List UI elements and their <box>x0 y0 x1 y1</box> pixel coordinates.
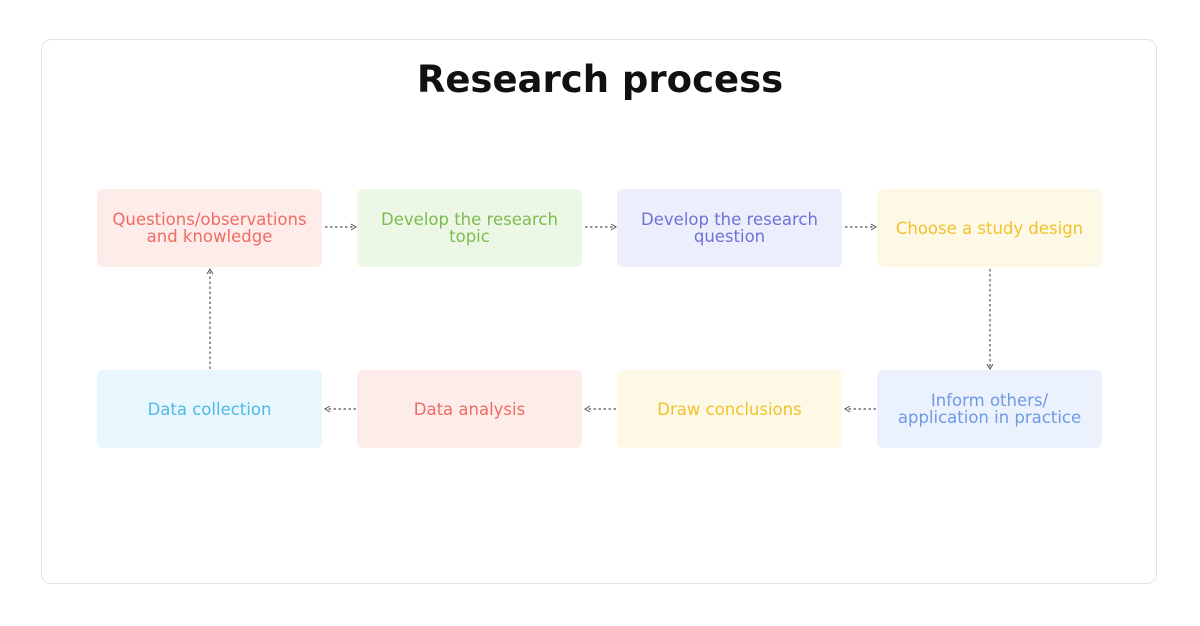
node-develop-question[interactable]: Develop the research question <box>617 189 842 267</box>
diagram-title: Research process <box>416 58 784 101</box>
node-draw-conclusions[interactable]: Draw conclusions <box>617 370 842 448</box>
node-data-collection[interactable]: Data collection <box>97 370 322 448</box>
node-inform-others[interactable]: Inform others/ application in practice <box>877 370 1102 448</box>
node-label: Choose a study design <box>895 218 1084 238</box>
node-data-analysis[interactable]: Data analysis <box>357 370 582 448</box>
node-questions-observations[interactable]: Questions/observations and knowledge <box>97 189 322 267</box>
node-label: Inform others/ application in practice <box>897 391 1082 427</box>
node-label: Draw conclusions <box>657 399 802 419</box>
node-label: Develop the research topic <box>381 210 558 246</box>
diagram-card <box>41 39 1157 584</box>
node-label: Questions/observations and knowledge <box>112 210 307 246</box>
node-label: Develop the research question <box>641 210 818 246</box>
node-study-design[interactable]: Choose a study design <box>877 189 1102 267</box>
node-label: Data collection <box>147 399 272 419</box>
node-develop-topic[interactable]: Develop the research topic <box>357 189 582 267</box>
node-label: Data analysis <box>413 399 526 419</box>
